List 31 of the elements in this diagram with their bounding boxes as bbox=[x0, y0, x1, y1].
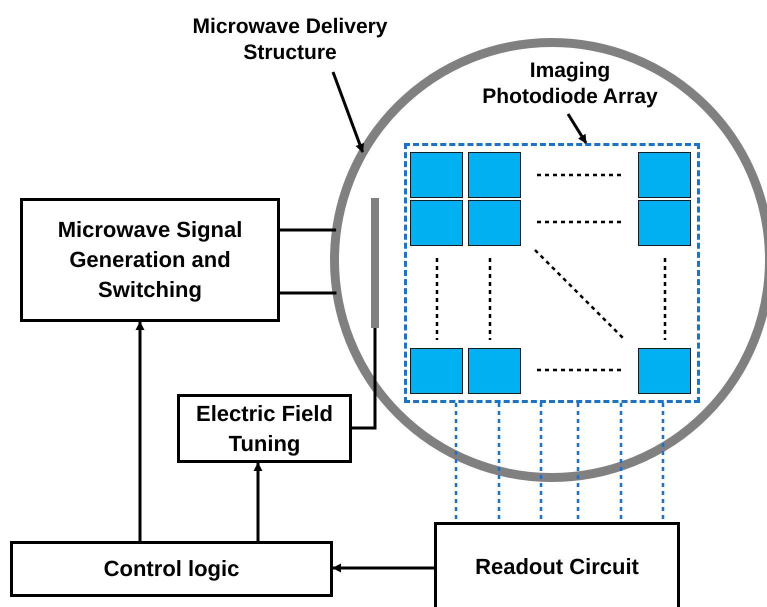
connector-line bbox=[280, 228, 336, 232]
signal-line bbox=[454, 403, 458, 522]
signal-line bbox=[662, 403, 664, 522]
connector-line bbox=[352, 328, 376, 430]
photodiode-pixel bbox=[410, 200, 463, 246]
photodiode-pixel bbox=[410, 348, 463, 394]
process-box: Readout Circuit bbox=[434, 522, 680, 607]
diagram-label: Microwave Delivery Structure bbox=[165, 10, 415, 70]
photodiode-pixel bbox=[638, 152, 691, 198]
arrow bbox=[136, 321, 144, 541]
photodiode-pixel bbox=[468, 348, 521, 394]
arrow bbox=[254, 462, 262, 541]
signal-line bbox=[576, 403, 580, 522]
diagram-label: Imaging Photodiode Array bbox=[480, 54, 660, 114]
signal-line bbox=[498, 403, 500, 522]
photodiode-pixel bbox=[410, 152, 463, 198]
process-box: Electric Field Tuning bbox=[177, 394, 352, 463]
electrode-bar bbox=[371, 198, 379, 328]
photodiode-pixel bbox=[468, 200, 521, 246]
photodiode-pixel bbox=[638, 200, 691, 246]
arrow bbox=[332, 564, 434, 572]
photodiode-array-frame bbox=[404, 143, 700, 403]
arrow bbox=[566, 113, 588, 144]
photodiode-pixel bbox=[468, 152, 521, 198]
process-box: Control logic bbox=[10, 541, 333, 597]
process-box: Microwave Signal Generation and Switching bbox=[20, 198, 280, 322]
signal-line bbox=[540, 403, 542, 522]
connector-line bbox=[280, 292, 336, 294]
photodiode-pixel bbox=[638, 348, 691, 394]
signal-line bbox=[620, 403, 622, 522]
arrow bbox=[332, 71, 364, 153]
